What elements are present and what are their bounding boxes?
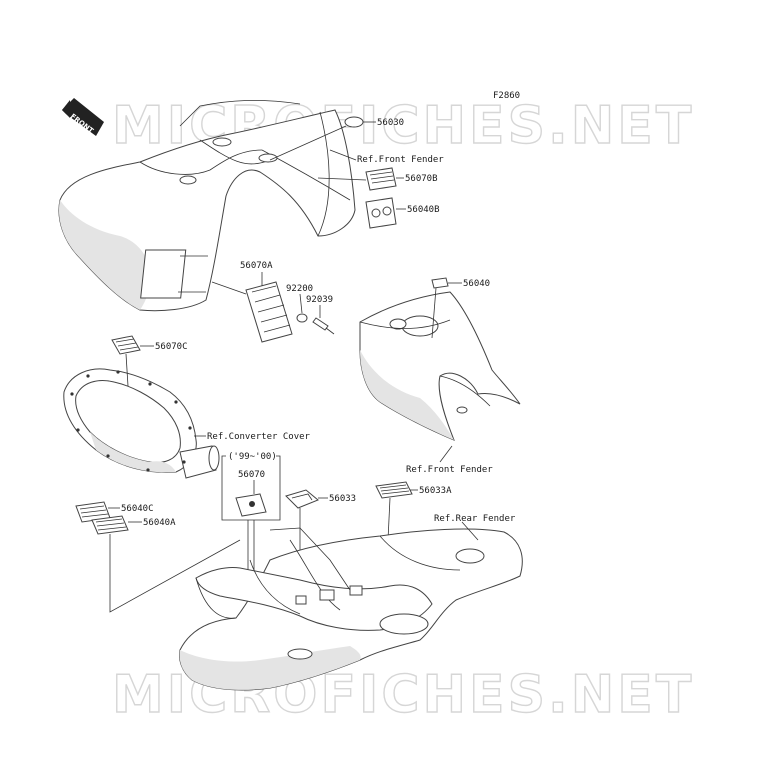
decal-56040 xyxy=(431,277,449,289)
part-label-56040[interactable]: 56040 xyxy=(463,279,490,289)
part-label-56040B[interactable]: 56040B xyxy=(407,205,440,215)
decal-56033A xyxy=(375,481,413,499)
decal-56070 xyxy=(235,493,267,517)
front-arrow-icon: FRONT xyxy=(62,98,104,136)
decal-56040B xyxy=(365,197,397,229)
part-label-56070C[interactable]: 56070C xyxy=(155,342,188,352)
decal-56070C xyxy=(111,335,141,355)
part-label-92200[interactable]: 92200 xyxy=(286,284,313,294)
year-variant-box: ('99~'00) xyxy=(221,452,281,521)
part-label-56070[interactable]: 56070 xyxy=(238,470,265,480)
front-fender-mid xyxy=(359,291,521,441)
part-56030-cap xyxy=(344,116,364,128)
year-note: ('99~'00) xyxy=(228,452,277,462)
part-label-56040C[interactable]: 56040C xyxy=(121,504,154,514)
decal-56070B xyxy=(365,167,397,191)
figure-code: F2860 xyxy=(493,91,520,101)
part-label-56030[interactable]: 56030 xyxy=(377,118,404,128)
washer-92200 xyxy=(296,313,308,323)
part-label-92039[interactable]: 92039 xyxy=(306,295,333,305)
front-fender-top xyxy=(58,100,356,312)
part-label-56070B[interactable]: 56070B xyxy=(405,174,438,184)
part-label-56033A[interactable]: 56033A xyxy=(419,486,452,496)
part-label-56033[interactable]: 56033 xyxy=(329,494,356,504)
decal-56070A xyxy=(245,281,293,343)
ref-front-fender-mid[interactable]: Ref.Front Fender xyxy=(406,465,493,475)
ref-rear-fender[interactable]: Ref.Rear Fender xyxy=(434,514,516,524)
rivet-92039 xyxy=(312,317,335,335)
decal-56040A xyxy=(91,515,129,535)
part-label-56070A[interactable]: 56070A xyxy=(240,261,273,271)
decal-56033 xyxy=(285,489,319,509)
converter-cover xyxy=(63,368,220,479)
rear-fender xyxy=(179,527,523,691)
ref-converter-cover[interactable]: Ref.Converter Cover xyxy=(207,432,311,442)
ref-front-fender-top[interactable]: Ref.Front Fender xyxy=(357,155,444,165)
part-label-56040A[interactable]: 56040A xyxy=(143,518,176,528)
